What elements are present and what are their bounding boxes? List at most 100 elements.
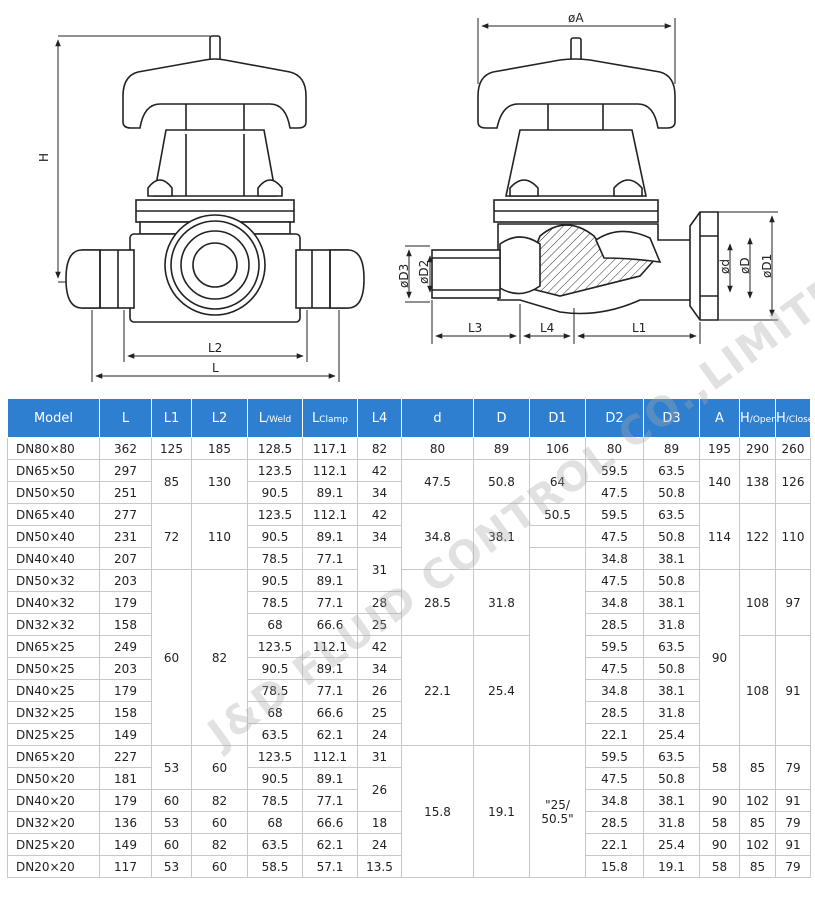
col-header-L-weld: L/Weld	[247, 398, 303, 438]
table-cell: 123.5	[247, 635, 303, 658]
front-view-drawing	[65, 35, 365, 323]
table-cell: 82	[191, 789, 248, 812]
table-cell: 78.5	[247, 679, 303, 702]
table-cell	[529, 547, 586, 570]
table-cell: 15.8	[585, 855, 644, 878]
table-cell: 53	[151, 855, 192, 878]
table-cell: 50.8	[473, 459, 530, 504]
model-cell: DN25×25	[7, 723, 100, 746]
table-cell: 72	[151, 503, 192, 570]
table-cell: 181	[99, 767, 152, 790]
table-cell: 38.1	[643, 547, 700, 570]
table-cell: 78.5	[247, 547, 303, 570]
model-cell: DN40×32	[7, 591, 100, 614]
table-cell: 179	[99, 679, 152, 702]
table-cell: 60	[151, 833, 192, 856]
table-cell: 50.5	[529, 503, 586, 526]
table-cell: 58	[699, 745, 740, 790]
table-cell: 62.1	[302, 833, 358, 856]
table-cell: 114	[699, 503, 740, 570]
model-cell: DN32×32	[7, 613, 100, 636]
table-cell: 108	[739, 569, 776, 636]
dim-L3: L3	[468, 321, 482, 335]
col-header-D2: D2	[585, 398, 644, 438]
table-cell: 60	[191, 855, 248, 878]
table-cell: 26	[357, 767, 402, 812]
table-cell: 80	[401, 437, 474, 460]
table-cell: 38.1	[473, 503, 530, 570]
dim-L4: L4	[540, 321, 554, 335]
table-cell: 112.1	[302, 745, 358, 768]
col-header-L2: L2	[191, 398, 248, 438]
dim-L2: L2	[208, 341, 222, 355]
model-cell: DN32×20	[7, 811, 100, 834]
table-cell: 85	[739, 855, 776, 878]
model-cell: DN40×25	[7, 679, 100, 702]
valve-drawings: H L2 L	[0, 0, 815, 395]
table-cell: 34.8	[585, 789, 644, 812]
table-cell: 260	[775, 437, 811, 460]
table-cell: 59.5	[585, 745, 644, 768]
table-cell: 31	[357, 547, 402, 592]
dim-phiD1: øD1	[760, 254, 774, 278]
table-cell: 38.1	[643, 789, 700, 812]
table-cell: 90	[699, 569, 740, 746]
table-cell: 25	[357, 701, 402, 724]
table-cell: 34	[357, 481, 402, 504]
table-cell: 227	[99, 745, 152, 768]
table-cell: 31	[357, 745, 402, 768]
table-cell: 185	[191, 437, 248, 460]
table-cell: 102	[739, 833, 776, 856]
table-cell: 50.8	[643, 525, 700, 548]
col-header-model: Model	[7, 398, 100, 438]
dim-L: L	[212, 361, 219, 375]
table-cell: 47.5	[585, 767, 644, 790]
table-cell: 149	[99, 723, 152, 746]
table-cell: 47.5	[585, 481, 644, 504]
table-cell: 47.5	[585, 569, 644, 592]
table-cell: 110	[775, 503, 811, 570]
table-cell: 50.8	[643, 657, 700, 680]
table-cell: 50.8	[643, 767, 700, 790]
spec-table: Model L L1 L2 L/Weld LClamp L4 d D D1 D2…	[7, 398, 813, 878]
table-cell: 31.8	[473, 569, 530, 636]
table-header-row: Model L L1 L2 L/Weld LClamp L4 d D D1 D2…	[7, 398, 813, 438]
table-cell: 25.4	[643, 833, 700, 856]
table-cell: 362	[99, 437, 152, 460]
table-cell: 90.5	[247, 569, 303, 592]
table-cell: 26	[357, 679, 402, 702]
table-cell: 22.1	[401, 635, 474, 746]
dim-phiD3: øD3	[397, 264, 411, 288]
model-cell: DN65×20	[7, 745, 100, 768]
col-header-H-open: H/Open	[739, 398, 777, 438]
table-cell	[529, 525, 586, 548]
table-cell: 58	[699, 811, 740, 834]
table-cell: 34.8	[401, 503, 474, 570]
table-cell: 117	[99, 855, 152, 878]
table-cell: 63.5	[643, 635, 700, 658]
table-cell	[529, 569, 586, 746]
table-cell: 138	[739, 459, 776, 504]
table-cell: 82	[191, 833, 248, 856]
table-cell: 149	[99, 833, 152, 856]
table-cell: 22.1	[585, 723, 644, 746]
table-cell: 112.1	[302, 503, 358, 526]
table-cell: 90	[699, 833, 740, 856]
model-cell: DN65×25	[7, 635, 100, 658]
table-cell: 122	[739, 503, 776, 570]
table-cell: 68	[247, 613, 303, 636]
dim-L1: L1	[632, 321, 646, 335]
table-cell: 89.1	[302, 525, 358, 548]
table-cell: 31.8	[643, 613, 700, 636]
table-cell: 125	[151, 437, 192, 460]
table-cell: 90.5	[247, 767, 303, 790]
table-cell: 19.1	[473, 745, 530, 878]
table-cell: 62.1	[302, 723, 358, 746]
table-cell: 106	[529, 437, 586, 460]
col-header-L-clamp: LClamp	[302, 398, 358, 438]
table-cell: 89	[643, 437, 700, 460]
